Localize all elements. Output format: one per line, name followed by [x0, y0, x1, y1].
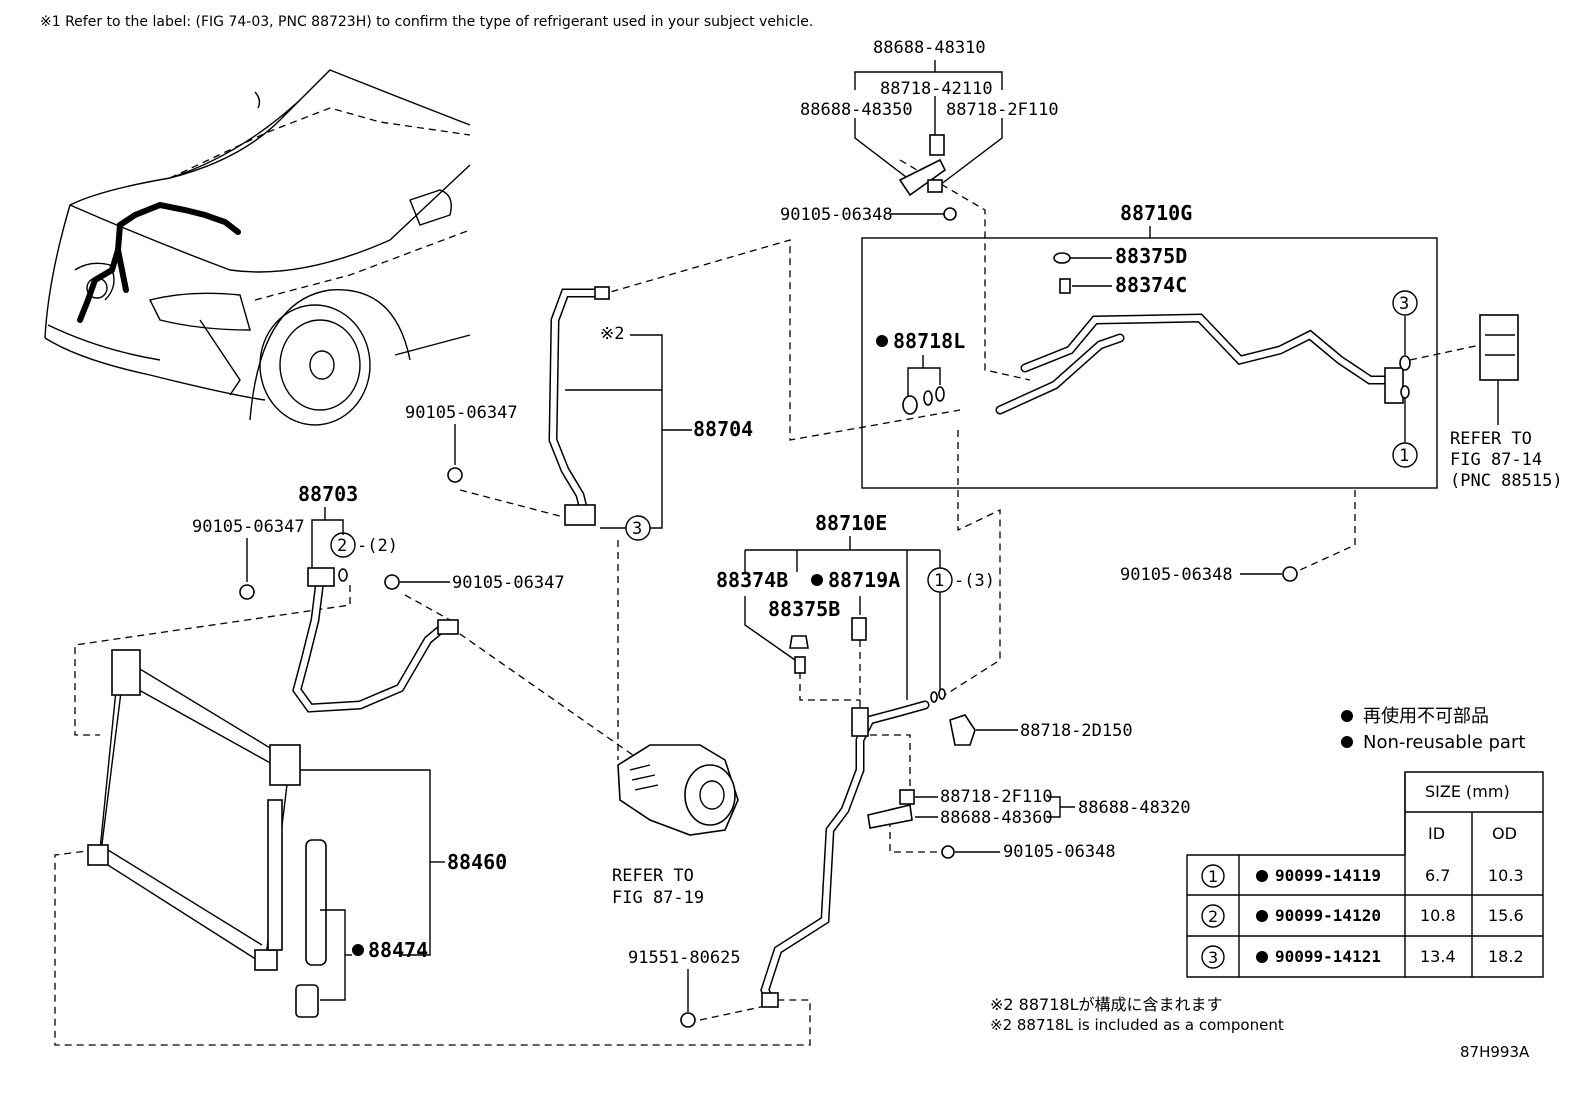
table-row-1-num: 1: [1208, 867, 1218, 886]
pipe-assembly-88710E: 88710E 88374B 88719A 88375B 1 -(3) 88718…: [628, 511, 1191, 1028]
bolt-90105-06348-right: 90105-06348: [1120, 565, 1298, 585]
table-header-size: SIZE (mm): [1425, 782, 1510, 801]
label-90105-06347-a: 90105-06347: [405, 403, 518, 423]
hose-88703: 88703 90105-06347 2 -(2) 90105-06347: [192, 482, 565, 713]
bracket-assembly-88688-48310: 88688-48310 88718-42110 88688-48350 8871…: [780, 38, 1059, 225]
table-row-1-id: 6.7: [1425, 866, 1450, 885]
table-row-1-od: 10.3: [1488, 866, 1524, 885]
expansion-valve-ref: REFER TO FIG 87-14 (PNC 88515): [1450, 314, 1563, 491]
legend-jp: 再使用不可部品: [1363, 706, 1489, 727]
label-88375B: 88375B: [768, 597, 840, 621]
legend-dot-jp: [1341, 710, 1353, 722]
label-90105-06348-top: 90105-06348: [780, 205, 893, 225]
label-90105-06348-lower: 90105-06348: [1003, 842, 1116, 862]
legend-en: Non-reusable part: [1363, 732, 1525, 753]
component-note-jp: ※2 88718Lが構成に含まれます: [990, 995, 1223, 1014]
table-row-1-part: 90099-14119: [1275, 866, 1381, 885]
label-88718-2F110-top: 88718-2F110: [946, 100, 1059, 120]
dashed-reference-lines: [54, 107, 1481, 1046]
oring-callout-1-b: 1: [934, 571, 944, 591]
oring-callout-2-a: 2: [337, 536, 347, 556]
legend: 再使用不可部品 Non-reusable part: [1341, 706, 1525, 753]
oring-size-3: -(3): [954, 571, 995, 591]
component-note-en: ※2 88718L is included as a component: [990, 1016, 1284, 1034]
label-88688-48360: 88688-48360: [940, 808, 1053, 828]
table-row-2-num: 2: [1208, 907, 1218, 926]
table-row-3-num: 3: [1208, 948, 1218, 967]
oring-size-table: SIZE (mm) ID OD 1 90099-14119 6.7 10.3 2…: [1186, 771, 1544, 978]
label-88718-2D150: 88718-2D150: [1020, 721, 1133, 741]
hose-88704: ※2 88704 3 90105-06347: [405, 286, 753, 541]
ref-fig-87-14-line1: REFER TO: [1450, 429, 1532, 449]
label-88710E: 88710E: [815, 511, 887, 535]
table-row-3-od: 18.2: [1488, 947, 1524, 966]
table-header-od: OD: [1492, 824, 1517, 843]
label-90105-06347-b: 90105-06347: [192, 517, 305, 537]
label-88688-48320: 88688-48320: [1078, 798, 1191, 818]
non-reusable-dot-88474: [352, 944, 364, 956]
ref-fig-87-19-line2: FIG 87-19: [612, 888, 704, 908]
label-88688-48350: 88688-48350: [800, 100, 913, 120]
label-88374B: 88374B: [716, 568, 788, 592]
table-row-3-id: 13.4: [1420, 947, 1456, 966]
condenser-88460: 88460 88474: [87, 649, 507, 1018]
label-88710G: 88710G: [1120, 201, 1192, 225]
label-88375D: 88375D: [1115, 244, 1187, 268]
ref-fig-87-14-line2: FIG 87-14: [1450, 450, 1542, 470]
table-header-id: ID: [1428, 824, 1445, 843]
label-88374C: 88374C: [1115, 273, 1187, 297]
oring-size-2: -(2): [357, 536, 398, 556]
table-row-3-part: 90099-14121: [1275, 947, 1381, 966]
table-row-2-id: 10.8: [1420, 906, 1456, 925]
non-reusable-dot-88718L: [876, 335, 888, 347]
compressor-ref: REFER TO FIG 87-19: [612, 744, 739, 908]
label-90105-06347-c: 90105-06347: [452, 573, 565, 593]
table-row-2-od: 15.6: [1488, 906, 1524, 925]
label-88460: 88460: [447, 850, 507, 874]
oring-callout-3-b: 3: [632, 519, 642, 539]
label-88718-2F110-lower: 88718-2F110: [940, 787, 1053, 807]
oring-callout-1-a: 1: [1399, 446, 1409, 466]
non-reusable-dot-88719A: [811, 574, 823, 586]
label-88704: 88704: [693, 417, 753, 441]
figure-code: 87H993A: [1460, 1043, 1530, 1061]
pipe-assembly-88710G: 88710G 88375D 88374C 88718L 3 1: [861, 201, 1438, 489]
table-row-2-part: 90099-14120: [1275, 906, 1381, 925]
label-90105-06348-right: 90105-06348: [1120, 565, 1233, 585]
label-88718-42110: 88718-42110: [880, 79, 993, 99]
ref-fig-87-19-line1: REFER TO: [612, 866, 694, 886]
label-88718L: 88718L: [893, 329, 965, 353]
note-star2-88704: ※2: [600, 324, 624, 344]
label-88703: 88703: [298, 482, 358, 506]
label-88474: 88474: [368, 938, 428, 962]
vehicle-front-illustration: [44, 69, 471, 426]
label-88688-48310: 88688-48310: [873, 38, 986, 58]
label-88719A: 88719A: [828, 568, 900, 592]
refrigerant-note: ※1 Refer to the label: (FIG 74-03, PNC 8…: [40, 14, 813, 30]
legend-dot-en: [1341, 736, 1353, 748]
oring-callout-3-a: 3: [1399, 294, 1409, 314]
ref-fig-87-14-line3: (PNC 88515): [1450, 471, 1563, 491]
label-91551-80625: 91551-80625: [628, 948, 741, 968]
